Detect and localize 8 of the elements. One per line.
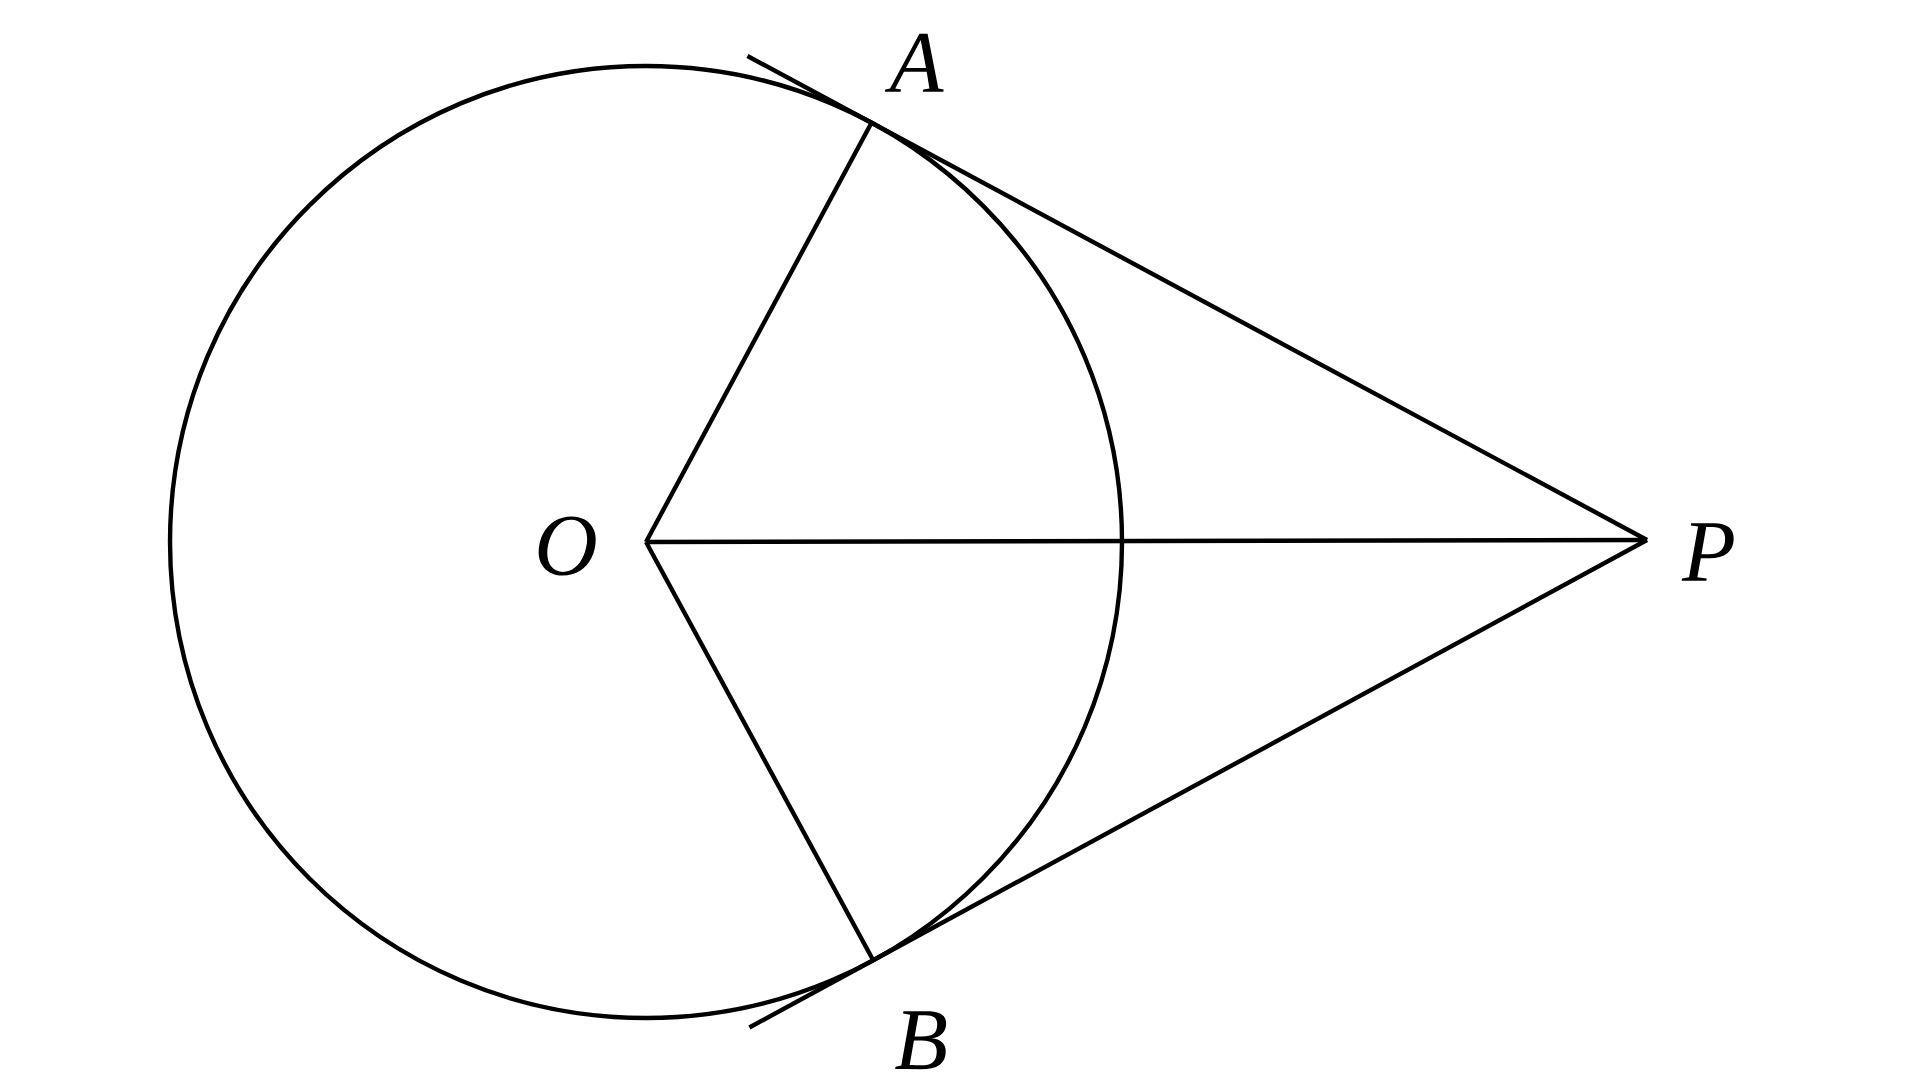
- point-label: A: [884, 33, 944, 92]
- line-segment: [644, 540, 876, 962]
- line-segment: [748, 538, 1649, 1030]
- point-label: O: [538, 516, 596, 576]
- line-segment: [746, 54, 1649, 542]
- line-segment: [644, 121, 874, 544]
- point-label: B: [895, 1011, 947, 1070]
- point-label: P: [1681, 523, 1734, 581]
